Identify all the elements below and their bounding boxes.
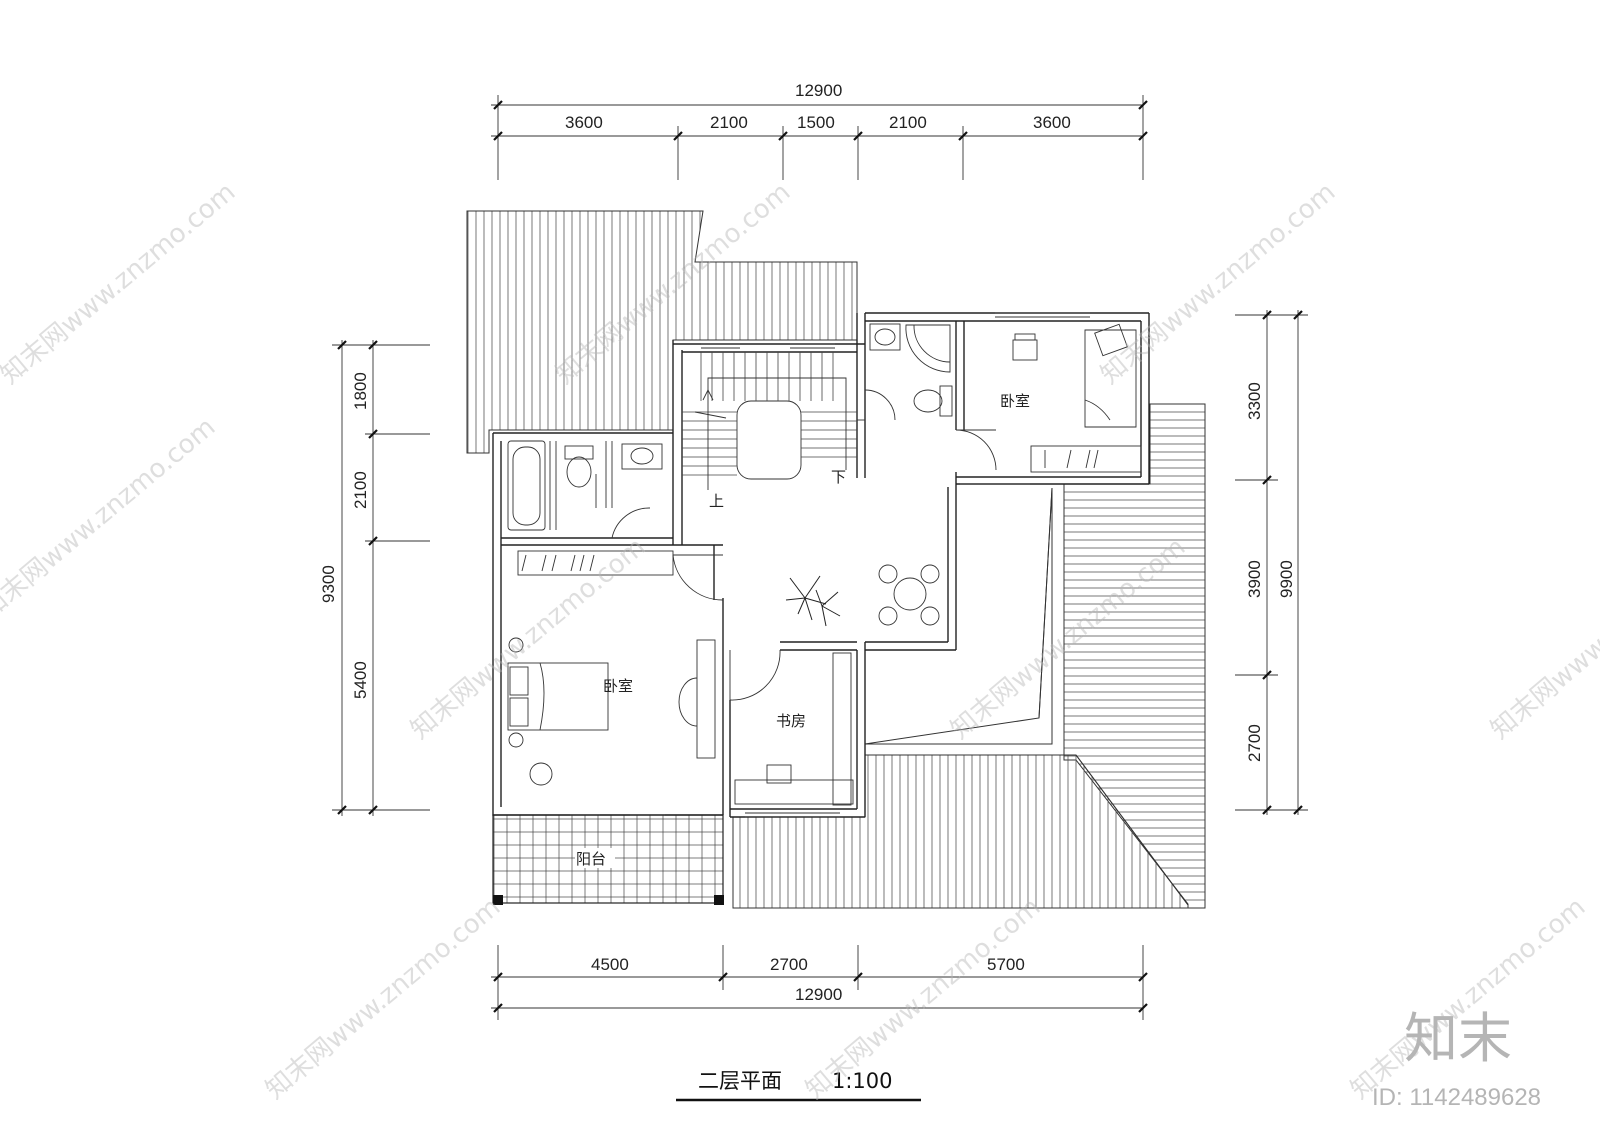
drawing-scale-text: 1:100 <box>832 1069 893 1093</box>
doors <box>611 389 997 701</box>
bathroom-fixtures <box>507 440 663 531</box>
watermark-text: 知末网www.znzmo.com <box>1095 177 1341 390</box>
right-dim-3: 2700 <box>1245 724 1264 762</box>
watermark-text: 知末网www.znzmo.com <box>1485 532 1600 745</box>
balcony-label: 阳台 <box>576 850 606 868</box>
left-dim-1: 1800 <box>351 372 370 410</box>
balcony: 阳台 <box>492 814 724 905</box>
plant <box>785 575 841 627</box>
left-dimensions: 9300 1800 2100 5400 <box>319 340 430 816</box>
staircase: 上 下 <box>682 352 857 510</box>
bottom-dimensions: 4500 2700 5700 12900 <box>491 945 1148 1020</box>
top-dim-2: 2100 <box>710 113 748 132</box>
right-dim-2: 3900 <box>1245 560 1264 598</box>
stair-down-label: 下 <box>831 468 846 486</box>
drawing-title: 二层平面 1:100 <box>676 1069 921 1102</box>
right-dim-1: 3300 <box>1245 382 1264 420</box>
top-dim-4: 2100 <box>889 113 927 132</box>
bedroom-sw-furniture: 卧室 <box>507 550 716 786</box>
bottom-dim-2: 2700 <box>770 955 808 974</box>
bedroom-sw-label: 卧室 <box>603 677 633 695</box>
left-dim-3: 5400 <box>351 661 370 699</box>
right-dimensions: 3300 3900 9900 2700 <box>1235 310 1308 815</box>
bottom-dim-1: 4500 <box>591 955 629 974</box>
brand-logo-text: 知末 <box>1404 1007 1512 1070</box>
top-total-dim: 12900 <box>795 81 842 100</box>
dining-set <box>878 564 940 626</box>
top-dim-5: 3600 <box>1033 113 1071 132</box>
top-dim-3: 1500 <box>797 113 835 132</box>
roof-slopes <box>466 210 1206 909</box>
study-label: 书房 <box>776 712 806 730</box>
top-dim-1: 3600 <box>565 113 603 132</box>
watermark-text: 知末网www.znzmo.com <box>260 892 506 1105</box>
bedroom-ne-furniture: 卧室 <box>1000 323 1142 473</box>
windows <box>570 312 1090 818</box>
watermark-text: 知末网www.znzmo.com <box>0 177 241 390</box>
stair-up-label: 上 <box>709 492 724 510</box>
image-id-text: ID: 1142489628 <box>1372 1084 1541 1111</box>
drawing-title-text: 二层平面 <box>698 1069 782 1093</box>
left-total-dim: 9300 <box>319 565 338 603</box>
right-total-dim: 9900 <box>1277 560 1296 598</box>
bedroom-ne-label: 卧室 <box>1000 392 1030 410</box>
bottom-dim-3: 5700 <box>987 955 1025 974</box>
top-dimensions: 12900 3600 2100 1500 2100 3600 <box>491 81 1148 180</box>
left-dim-2: 2100 <box>351 471 370 509</box>
wc-fixtures <box>869 323 953 417</box>
watermark-text: 知末网www.znzmo.com <box>0 412 221 625</box>
study-furniture: 书房 <box>734 652 854 806</box>
bottom-total-dim: 12900 <box>795 985 842 1004</box>
watermark-text: 知末网www.znzmo.com <box>1345 892 1591 1105</box>
